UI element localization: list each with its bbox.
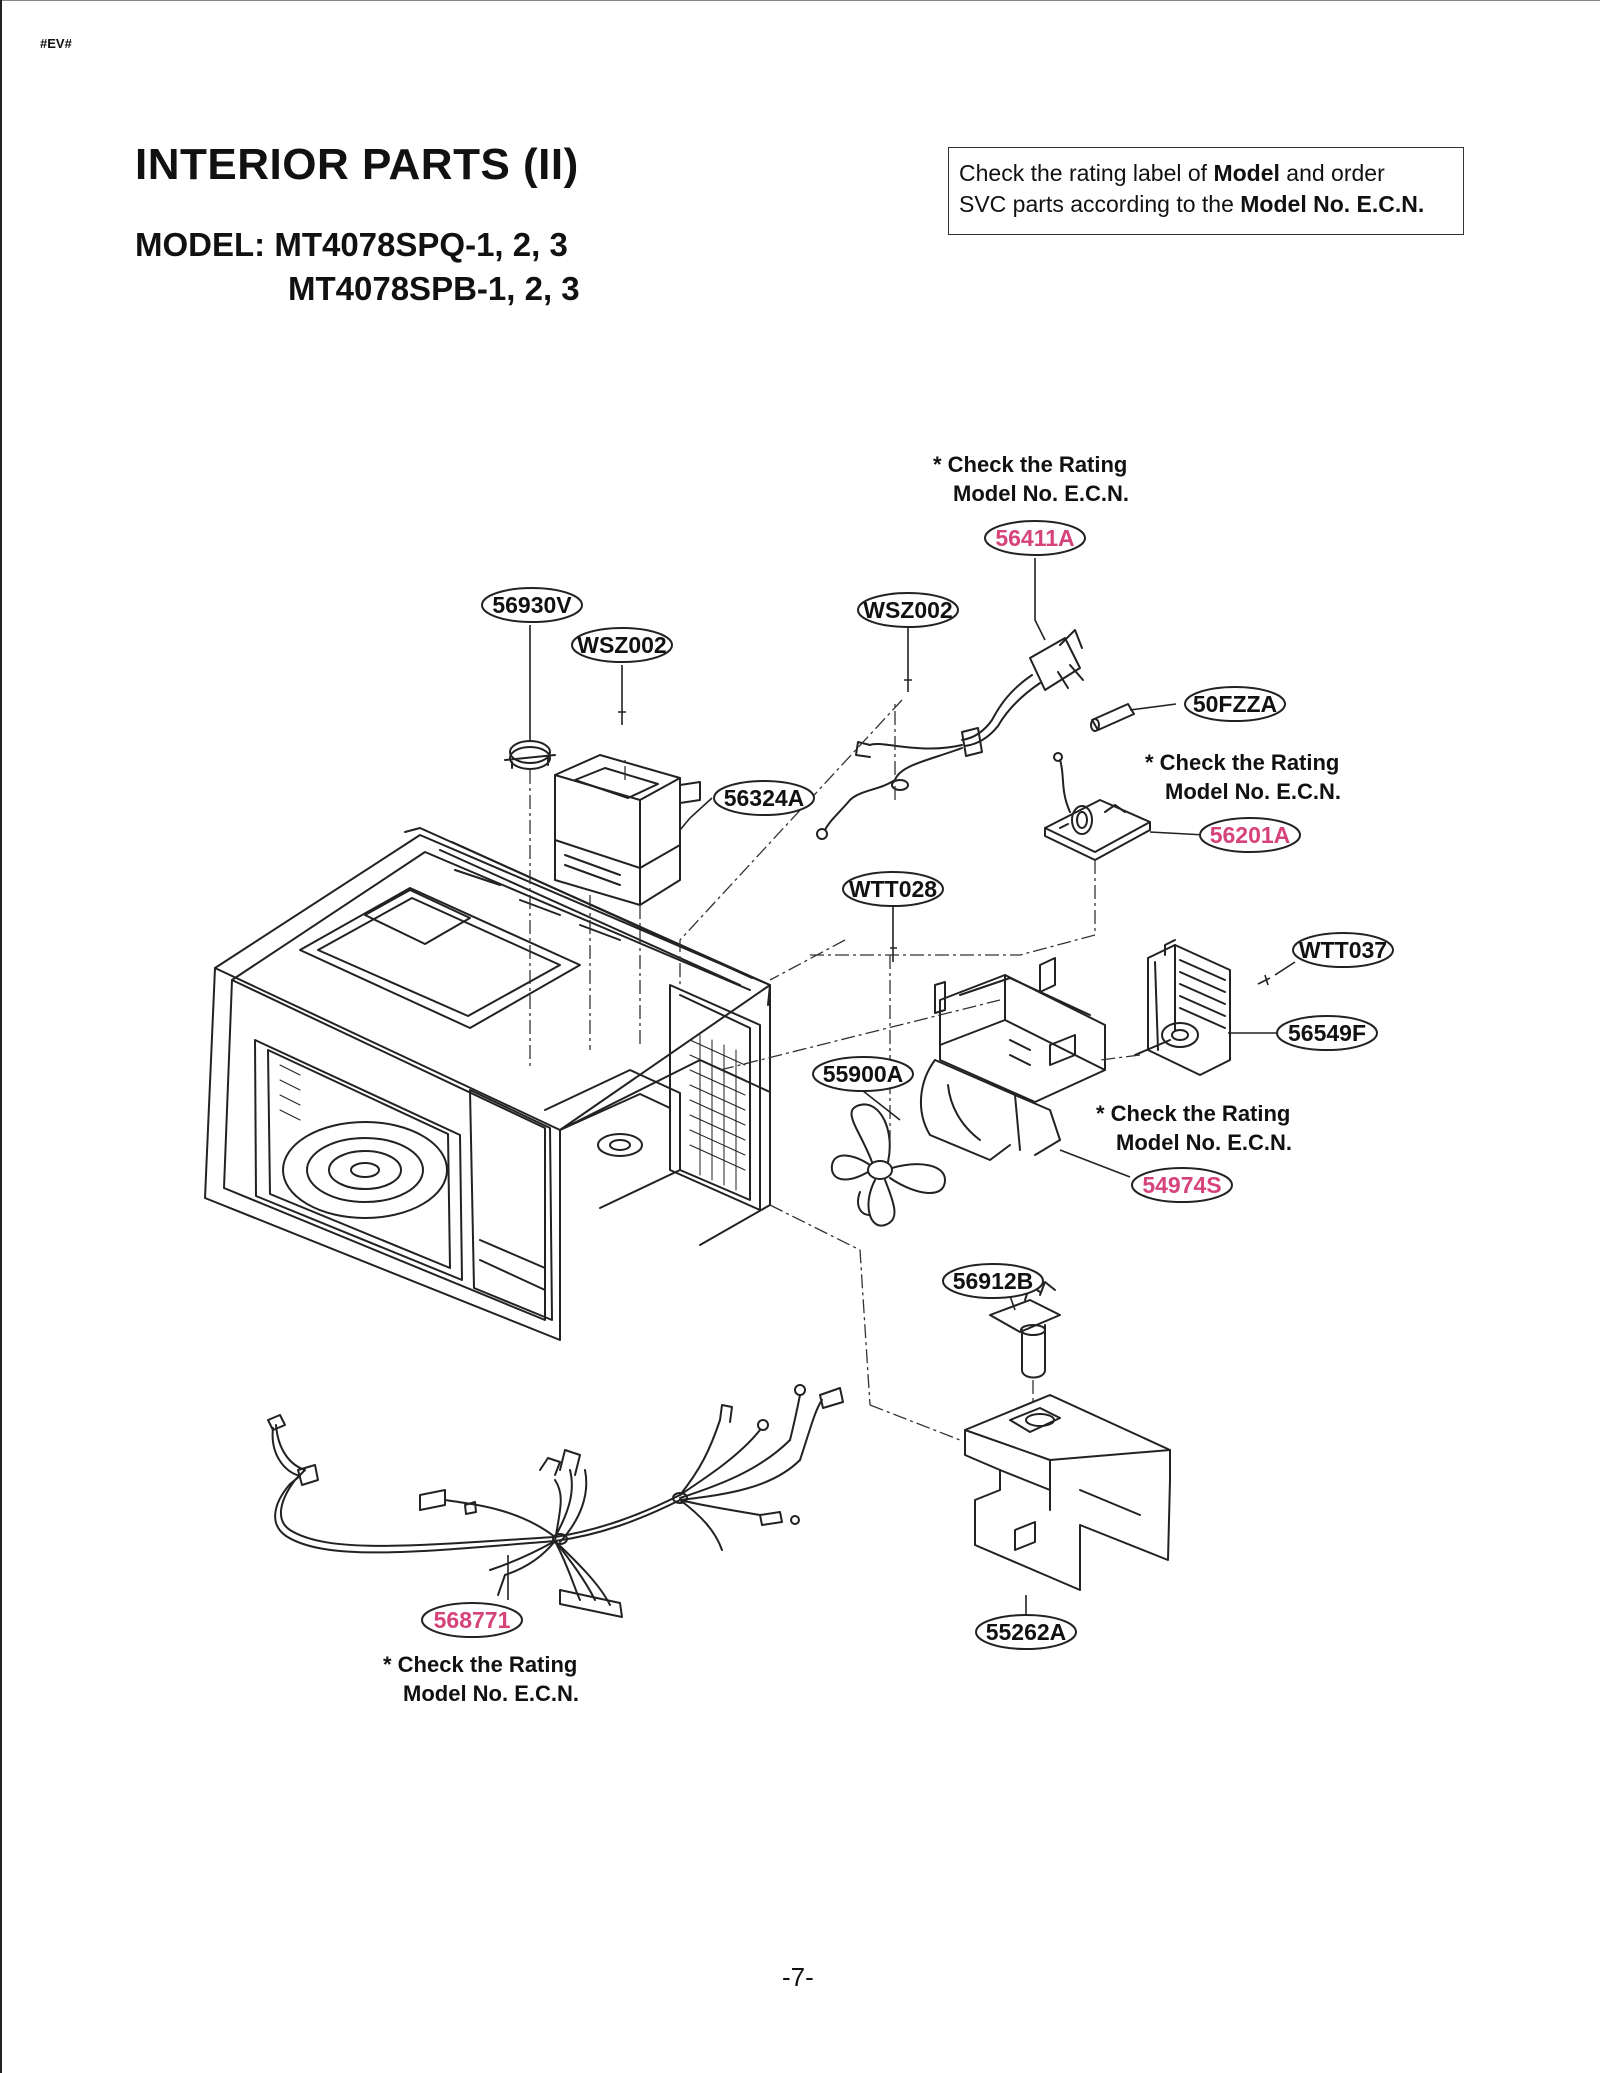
air-guide-drawing [964, 1394, 1171, 1591]
part-label-oval [1292, 932, 1394, 968]
part-number-text: 56912B [953, 1268, 1034, 1294]
wire-harness-drawing [267, 1384, 844, 1618]
part-label-oval [1131, 1167, 1233, 1203]
part-label-oval [481, 587, 583, 623]
fuse-drawing [1090, 703, 1135, 732]
part-label-oval [421, 1602, 523, 1638]
part-label-oval [942, 1263, 1044, 1299]
oven-cavity-drawing [204, 827, 771, 1341]
part-label-56930v: 56930V [481, 587, 583, 623]
part-label-56912b: 56912B [942, 1263, 1044, 1299]
part-number-text: WTT037 [1299, 937, 1387, 963]
part-number-text: 56549F [1288, 1020, 1366, 1046]
part-number-text: 56201A [1210, 822, 1291, 848]
notice-bold-model: Model [1213, 160, 1280, 186]
assembly-lines [529, 699, 1141, 1441]
transformer-drawing [554, 754, 701, 906]
page-border-top [0, 0, 1600, 1]
part-label-56324a: 56324A [713, 780, 815, 816]
page-code: #EV# [40, 36, 72, 51]
leader-lines [507, 558, 1296, 1620]
rating-note-line: * Check the Rating [1096, 1101, 1291, 1126]
model-line-2: MT4078SPB-1, 2, 3 [288, 270, 580, 308]
part-label-wsz002: WSZ002 [857, 592, 959, 628]
part-label-56411a: 56411A [984, 520, 1086, 556]
part-label-oval [571, 627, 673, 663]
part-number-text: 55262A [986, 1619, 1067, 1645]
part-label-55262a: 55262A [975, 1614, 1077, 1650]
part-number-text: 56324A [724, 785, 805, 811]
part-label-50fzza: 50FZZA [1184, 686, 1286, 722]
model-prefix: MODEL: [135, 226, 266, 263]
notice-text: SVC parts according to the [959, 191, 1241, 217]
part-number-text: 55900A [823, 1061, 904, 1087]
noise-filter-drawing [1044, 752, 1151, 861]
thermostat-drawing [504, 740, 556, 770]
part-number-text: WTT028 [849, 876, 937, 902]
part-number-text: WSZ002 [577, 632, 666, 658]
part-label-wtt037: WTT037 [1292, 932, 1394, 968]
model-line-1: MODEL: MT4078SPQ-1, 2, 3 [135, 226, 568, 264]
notice-text: Check the rating label of [959, 160, 1214, 186]
rating-note-line: Model No. E.C.N. [403, 1681, 579, 1706]
part-number-text: 56411A [995, 525, 1074, 551]
part-label-oval [713, 780, 815, 816]
rating-note-line: * Check the Rating [383, 1652, 578, 1677]
part-labels: 56411A56930VWSZ002WSZ00250FZZA56324A5620… [421, 520, 1394, 1650]
rating-note-line: Model No. E.C.N. [1116, 1130, 1292, 1155]
part-label-wtt028: WTT028 [842, 871, 944, 907]
rating-note: * Check the Rating Model No. E.C.N. [383, 1650, 579, 1708]
screws [618, 679, 1271, 986]
part-label-oval [984, 520, 1086, 556]
model-number-2: MT4078SPB-1, 2, 3 [288, 270, 580, 307]
fan-blade-drawing [830, 1103, 946, 1227]
part-number-text: 568771 [434, 1607, 511, 1633]
notice-text: and order [1279, 160, 1385, 186]
part-label-568771: 568771 [421, 1602, 523, 1638]
rating-note: * Check the Rating Model No. E.C.N. [933, 450, 1129, 508]
page-title: INTERIOR PARTS (II) [135, 140, 579, 189]
rating-note-line: Model No. E.C.N. [953, 481, 1129, 506]
page-border-left [0, 0, 2, 2073]
notice-box: Check the rating label of Model and orde… [948, 147, 1464, 235]
part-label-oval [857, 592, 959, 628]
part-label-oval [1184, 686, 1286, 722]
part-label-56201a: 56201A [1199, 817, 1301, 853]
part-label-wsz002: WSZ002 [571, 627, 673, 663]
power-cord-drawing [816, 629, 1084, 840]
part-label-oval [1199, 817, 1301, 853]
rating-note-line: Model No. E.C.N. [1165, 779, 1341, 804]
motor-bracket-drawing [919, 957, 1106, 1161]
part-number-text: 54974S [1142, 1172, 1221, 1198]
part-label-oval [842, 871, 944, 907]
part-label-oval [975, 1614, 1077, 1650]
notice-bold-ecn: Model No. E.C.N. [1240, 191, 1425, 217]
part-number-text: WSZ002 [863, 597, 952, 623]
rating-note-line: * Check the Rating [933, 452, 1128, 477]
part-label-54974s: 54974S [1131, 1167, 1233, 1203]
part-number-text: 50FZZA [1193, 691, 1277, 717]
rating-note: * Check the Rating Model No. E.C.N. [1096, 1099, 1292, 1157]
model-number-1: MT4078SPQ-1, 2, 3 [274, 226, 568, 263]
part-number-text: 56930V [492, 592, 572, 618]
rating-note: * Check the Rating Model No. E.C.N. [1145, 748, 1341, 806]
part-label-55900a: 55900A [812, 1056, 914, 1092]
part-label-56549f: 56549F [1276, 1015, 1378, 1051]
page-number: -7- [782, 1962, 814, 1992]
fan-motor-drawing [1134, 939, 1231, 1076]
rating-note-line: * Check the Rating [1145, 750, 1340, 775]
part-label-oval [812, 1056, 914, 1092]
part-label-oval [1276, 1015, 1378, 1051]
